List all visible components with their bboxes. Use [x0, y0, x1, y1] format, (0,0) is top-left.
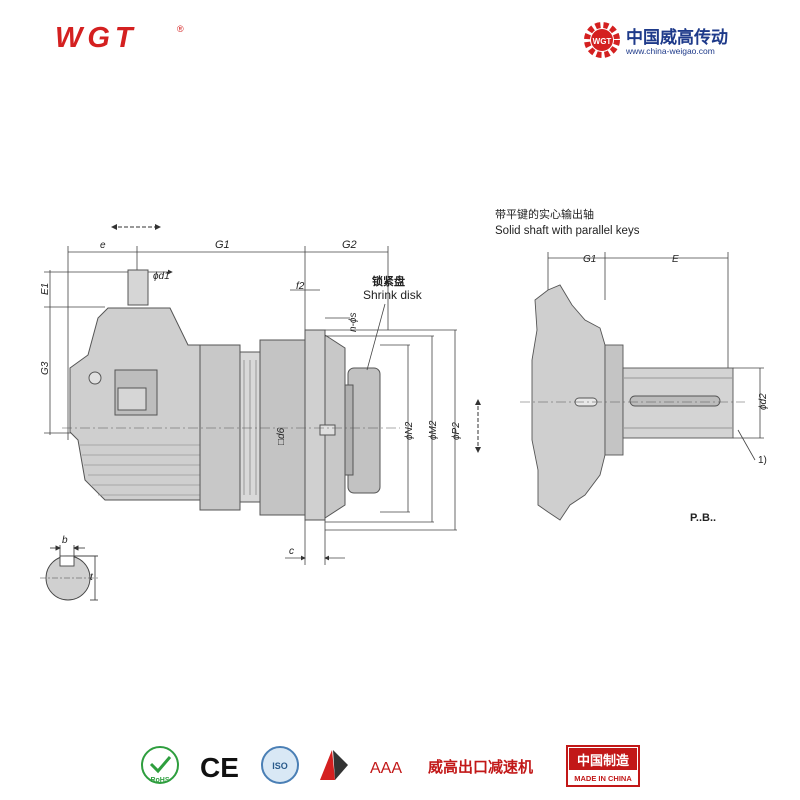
- aaa-rating: AAA: [370, 760, 402, 777]
- brand-logo: WGT 中国威高传动 www.china-weigao.com: [580, 18, 780, 62]
- detail-note: 1): [758, 455, 767, 466]
- technical-drawing: e G1 G2 ϕd1 f2 n-ϕs E1 G3: [40, 207, 769, 601]
- detail-dim-d2: ϕd2: [758, 393, 769, 410]
- brand-url: www.china-weigao.com: [626, 46, 715, 56]
- rohs-text: RoHS: [150, 777, 169, 784]
- keyed-shaft-section: [40, 545, 98, 601]
- dim-d6: □d6: [276, 427, 287, 445]
- model-label: P..B..: [690, 512, 716, 524]
- dim-b: b: [62, 535, 68, 546]
- dim-g2: G2: [342, 239, 357, 251]
- quality-mark-icon: [320, 750, 348, 780]
- dim-c-lines: [285, 520, 345, 565]
- gearbox-body: [69, 269, 381, 521]
- gear-icon: WGT: [584, 22, 620, 58]
- shrink-disk-label-en: Shrink disk: [363, 288, 423, 302]
- dim-ns: n-ϕs: [348, 313, 359, 332]
- solid-shaft-detail: [520, 252, 764, 521]
- dim-g1: G1: [215, 239, 230, 251]
- dim-f2: f2: [296, 281, 305, 292]
- dim-n2: ϕN2: [404, 421, 415, 440]
- dim-d1: ϕd1: [153, 271, 170, 282]
- dim-t: t: [90, 572, 94, 583]
- wgt-logo: WGT ®: [55, 22, 195, 57]
- certification-strip: RoHS CE ISO AAA 威高出口减速机 中国制造 MADE IN CHI…: [0, 735, 800, 795]
- detail-dim-g1: G1: [583, 254, 596, 265]
- ce-mark: CE: [200, 752, 239, 783]
- dim-e: e: [100, 240, 106, 251]
- solid-shaft-title-cn: 带平键的实心输出轴: [495, 207, 594, 221]
- iso-icon: ISO: [261, 746, 299, 784]
- slogan: 威高出口减速机: [428, 758, 533, 776]
- brand-name: 中国威高传动: [626, 28, 728, 48]
- detail-dim-e: E: [672, 254, 679, 265]
- wgt-logo-text: WGT: [55, 22, 138, 52]
- shrink-disk-label-cn: 锁紧盘: [372, 274, 405, 288]
- brand-badge-text: WGT: [593, 37, 612, 46]
- dim-p2: ϕP2: [451, 422, 462, 440]
- made-in-china-badge: 中国制造 MADE IN CHINA: [566, 745, 640, 787]
- registered-mark: ®: [177, 24, 184, 34]
- iso-text: ISO: [272, 761, 288, 771]
- dim-g3: G3: [40, 361, 51, 375]
- made-in-china-cn: 中国制造: [577, 753, 630, 768]
- dim-c: c: [289, 546, 294, 557]
- solid-shaft-title-en: Solid shaft with parallel keys: [495, 225, 640, 237]
- shrink-disk-leader: [366, 303, 386, 371]
- right-dimension-lines: [325, 329, 457, 531]
- dim-e1: E1: [40, 283, 51, 295]
- made-in-china-en: MADE IN CHINA: [574, 774, 632, 783]
- rohs-icon: RoHS: [141, 746, 179, 784]
- dim-m2: ϕM2: [428, 420, 439, 440]
